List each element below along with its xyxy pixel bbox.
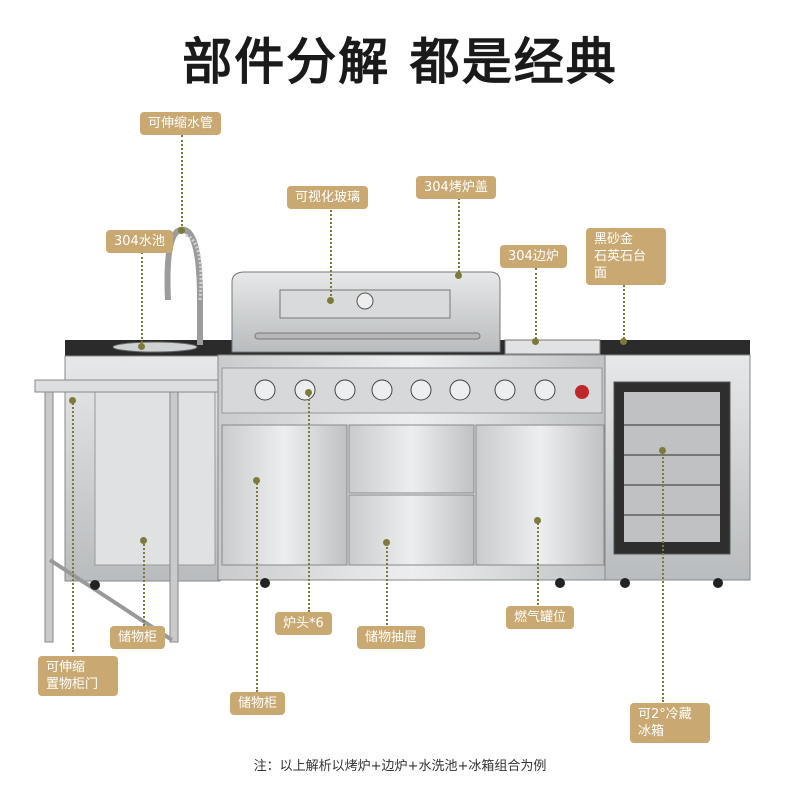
knobs	[254, 379, 556, 401]
dot-countertop	[620, 338, 627, 345]
label-burners: 炉头*6	[275, 612, 332, 635]
footnote: 注：以上解析以烤炉+边炉+水洗池+冰箱组合为例	[253, 759, 547, 774]
label-sink: 304水池	[106, 230, 173, 253]
guide-countertop	[623, 270, 625, 342]
guide-fridge	[662, 450, 664, 702]
side-burner	[504, 339, 601, 355]
label-gas: 燃气罐位	[506, 606, 575, 629]
drawer-top	[348, 424, 475, 494]
guide-hose	[181, 135, 183, 230]
label-cabinet-small: 储物柜	[110, 626, 166, 649]
guide-side-burner	[535, 268, 537, 343]
dot-drawers	[383, 539, 390, 546]
dot-window	[327, 297, 334, 304]
dot-cabinet-small	[140, 537, 147, 544]
guide-door	[72, 400, 74, 652]
label-door: 可伸缩 置物柜门	[38, 656, 118, 696]
dot-lid	[455, 272, 462, 279]
dot-fridge	[659, 447, 666, 454]
label-hose: 可伸缩水管	[140, 112, 222, 135]
left-door	[221, 424, 348, 566]
guide-burners	[308, 392, 310, 612]
dot-burners	[305, 389, 312, 396]
label-window: 可视化玻璃	[287, 186, 369, 209]
guide-window	[330, 210, 332, 300]
label-cabinet: 储物柜	[230, 692, 286, 715]
sink-basin	[112, 341, 198, 353]
extendable-door	[34, 379, 221, 393]
dot-gas	[534, 517, 541, 524]
dot-hose	[178, 227, 185, 234]
page-title: 部件分解 都是经典	[182, 33, 618, 91]
dot-door	[69, 397, 76, 404]
guide-cabinet-small	[143, 540, 145, 630]
guide-lid	[458, 198, 460, 276]
dot-side-burner	[532, 338, 539, 345]
dot-sink	[138, 343, 145, 350]
right-door	[475, 424, 605, 566]
label-side-burner: 304边炉	[500, 245, 567, 268]
guide-gas	[537, 520, 539, 605]
guide-cabinet	[256, 480, 258, 692]
label-fridge: 可2°冷藏 冰箱	[630, 703, 710, 743]
label-lid: 304烤炉盖	[416, 176, 496, 199]
label-countertop: 黑砂金 石英石台面	[586, 228, 666, 285]
drawer-bottom	[348, 494, 475, 566]
bottle-opener	[575, 385, 589, 399]
guide-sink	[141, 252, 143, 347]
label-drawers: 储物抽屉	[357, 626, 426, 649]
dot-cabinet	[253, 477, 260, 484]
guide-drawers	[386, 542, 388, 625]
